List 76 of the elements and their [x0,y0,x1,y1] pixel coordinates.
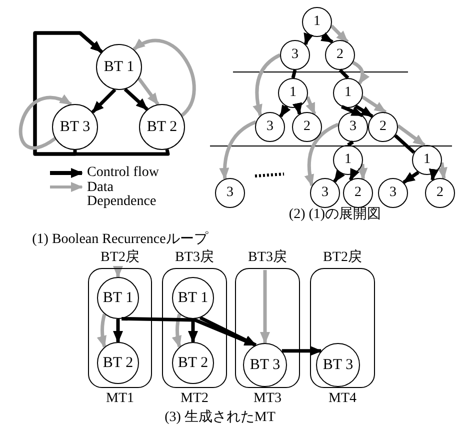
arrow [33,31,103,156]
arrow [304,32,314,46]
arrow [362,95,387,114]
arrow [113,319,123,343]
module-heading: BT2戻 [100,250,140,265]
arrow [199,316,257,347]
legend-label: Data Dependence [87,181,158,209]
module-label: MT4 [328,391,356,406]
node-circle: 1 [412,145,442,175]
legend-label: Control flow [87,166,160,180]
connector-line [394,134,416,154]
arrow [188,319,198,343]
bt-circle: BT 2 [97,342,139,384]
arrow [124,88,148,111]
arrow [18,95,72,150]
arrow [352,60,370,84]
arrow [292,102,302,115]
arrow [138,77,160,106]
caption: (3) 生成されたMT [164,408,276,426]
arrow [396,124,426,147]
node-circle: 3 [310,178,340,208]
node-circle: 3 [255,112,285,142]
caption: (2) (1)の展開図 [288,206,382,223]
node-circle: 2 [368,112,398,142]
arrow [132,38,196,117]
arrow [282,346,322,356]
arrow [333,170,345,182]
connector-line [338,68,350,80]
node-circle: 2 [425,178,455,208]
node-circle: 1 [302,7,332,37]
bt-circle: BT 2 [139,104,185,150]
bt-circle: BT 3 [243,343,287,387]
connector-line [347,140,354,146]
arrow [260,270,270,344]
arrow [97,314,107,348]
bt-circle: BT 1 [172,277,214,319]
node-circle: 3 [215,178,245,208]
module-label: MT1 [106,391,134,406]
bt-circle: BT 3 [52,104,98,150]
node-circle: 2 [325,40,355,70]
node-circle: 3 [378,178,408,208]
arrow [354,104,374,118]
node-circle: 3 [338,112,368,142]
arrow [438,162,448,180]
bt-circle: BT 1 [97,277,139,319]
node-circle: 2 [292,112,322,142]
connector-line [291,70,297,78]
arrow [304,122,339,186]
arrow [330,24,349,44]
arrow [341,104,364,118]
module-heading: BT3戻 [248,250,287,265]
arrow [91,88,116,114]
arrow [113,266,123,278]
node-circle: 3 [280,40,310,70]
caption: (1) Boolean Recurrenceループ [31,230,210,248]
bt-circle: BT 3 [316,343,360,387]
bt-circle: BT 1 [96,44,142,90]
module-heading: BT2戻 [323,250,362,265]
node-circle: 1 [333,145,363,175]
node-circle: 1 [278,78,308,108]
arrow [320,32,334,44]
arrow [172,314,182,348]
arrow [402,170,420,184]
arrow [279,104,291,118]
node-circle: 2 [343,178,373,208]
arrow [428,168,439,181]
arrow [252,53,281,116]
module-heading: BT3戻 [175,250,214,265]
arrow [306,96,316,115]
module-label: MT2 [180,391,208,406]
bt-circle: BT 2 [172,342,214,384]
arrow [220,120,257,180]
node-circle: 1 [333,78,363,108]
arrow [348,168,360,181]
arrow [358,164,368,180]
module-label: MT3 [254,391,282,406]
